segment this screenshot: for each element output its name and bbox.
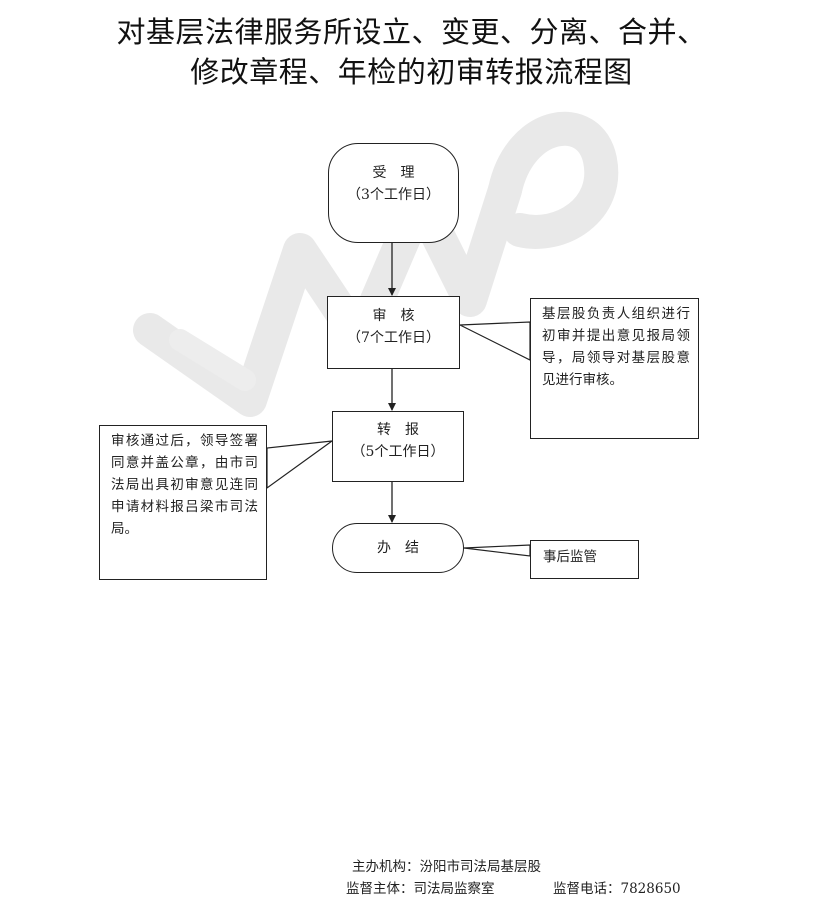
page-title-line-2: 修改章程、年检的初审转报流程图 bbox=[190, 55, 633, 89]
note-supervise: 事后监管 bbox=[530, 540, 639, 579]
flow-node-accept-label: 受 理 bbox=[372, 165, 415, 181]
flow-node-review-label: 审 核 bbox=[372, 308, 415, 324]
flow-node-forward: 转 报 （5个工作日） bbox=[332, 411, 464, 482]
footer-organizer: 主办机构：汾阳市司法局基层股 bbox=[352, 859, 541, 875]
flow-node-done-label: 办 结 bbox=[377, 540, 419, 556]
callout-forward bbox=[266, 440, 333, 490]
flow-node-done: 办 结 bbox=[332, 523, 464, 573]
note-review: 基层股负责人组织进行初审并提出意见报局领导，局领导对基层股意见进行审核。 bbox=[530, 298, 699, 439]
page-title-line-1: 对基层法律服务所设立、变更、分离、合并、 bbox=[116, 15, 707, 49]
note-forward: 审核通过后，领导签署同意并盖公章，由市司法局出具初审意见连同申请材料报吕梁市司法… bbox=[99, 425, 267, 580]
callout-review bbox=[459, 321, 531, 361]
footer-supervisor: 监督主体：司法局监察室 bbox=[346, 881, 495, 897]
callout-supervise bbox=[463, 544, 531, 557]
flow-node-forward-label: 转 报 bbox=[377, 422, 419, 438]
flow-node-accept-days: （3个工作日） bbox=[347, 187, 440, 203]
flow-node-accept: 受 理 （3个工作日） bbox=[328, 143, 459, 243]
flow-node-review-days: （7个工作日） bbox=[347, 330, 440, 346]
footer-phone: 监督电话：7828650 bbox=[553, 881, 681, 897]
flow-node-forward-days: （5个工作日） bbox=[351, 444, 445, 460]
flow-node-review: 审 核 （7个工作日） bbox=[327, 296, 460, 369]
